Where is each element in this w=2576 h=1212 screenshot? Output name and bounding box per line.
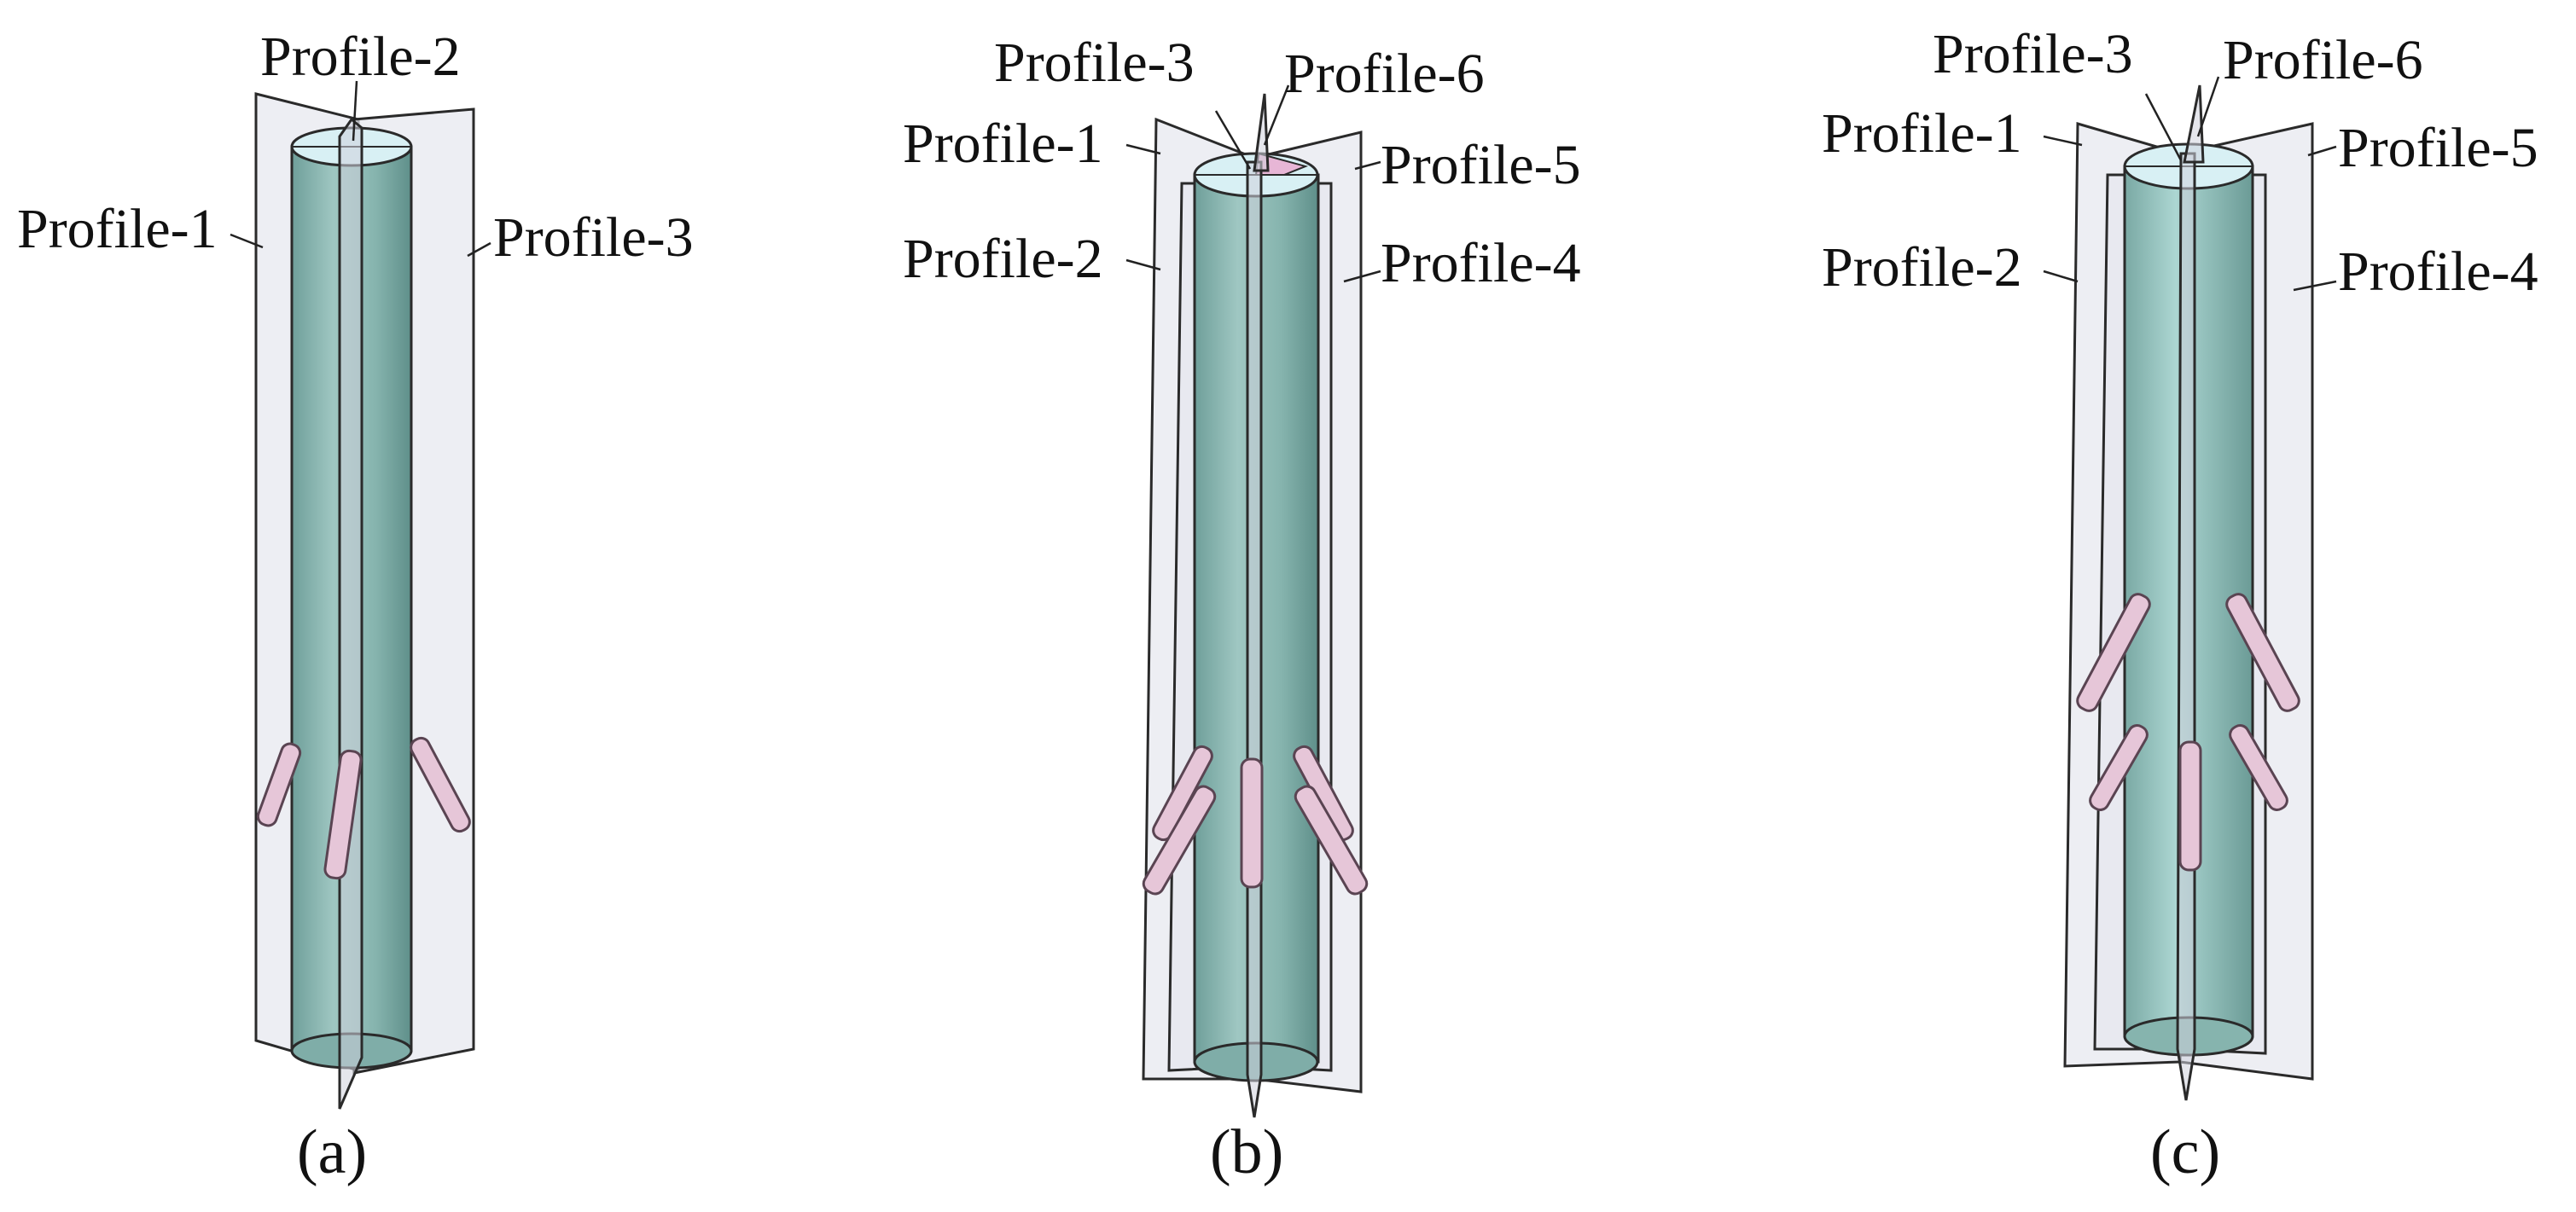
panel-a: Profile-2 Profile-1 Profile-3 (a) <box>17 26 694 1187</box>
panel-c-leader-profile-6 <box>2196 76 2220 137</box>
panel-b-nozzle-left-lower <box>1142 785 1217 896</box>
panel-b-nozzle-right-lower <box>1294 785 1369 896</box>
panel-c-nozzle-right-upper <box>2225 593 2300 712</box>
panel-c-label-profile-2: Profile-2 <box>1822 236 2022 299</box>
panel-b-nozzle-center <box>1240 757 1264 889</box>
panel-b-leader-profile-4 <box>1343 270 1381 283</box>
panel-c-nozzle-left-upper <box>2076 593 2151 712</box>
panel-b-leader-profile-3 <box>1214 110 1252 170</box>
panel-b-label-profile-3: Profile-3 <box>994 32 1195 94</box>
panel-a-caption: (a) <box>297 1117 367 1187</box>
panel-b-label-profile-6: Profile-6 <box>1284 43 1485 105</box>
panel-c-plane-profile-6 <box>2183 84 2205 164</box>
panel-a-leader-profile-1 <box>230 233 264 249</box>
panel-c-plane-profile-3 <box>2176 152 2196 1101</box>
panel-c: Profile-3 Profile-6 Profile-1 Profile-5 … <box>1822 23 2538 1187</box>
panel-b-plane-profile-3 <box>1246 160 1263 1118</box>
panel-a-nozzle-right <box>410 736 471 833</box>
panel-b-leader-profile-6 <box>1263 84 1290 146</box>
panel-a-nozzle-left <box>256 742 302 827</box>
panel-c-leader-profile-1 <box>2043 135 2083 147</box>
panel-c-nozzle-left-lower <box>2089 724 2149 811</box>
panel-a-nozzle-center <box>323 749 363 880</box>
panel-b-leader-profile-1 <box>1125 143 1161 155</box>
panel-b-leader-profile-5 <box>1354 160 1381 171</box>
panel-b-label-profile-1: Profile-1 <box>903 113 1103 175</box>
panel-b-plane-profile-6 <box>1253 93 1270 172</box>
panel-c-nozzle-center <box>2178 740 2202 872</box>
panel-b-label-profile-2: Profile-2 <box>903 228 1103 290</box>
panel-c-nozzle-right-lower <box>2229 724 2288 811</box>
panel-a-label-profile-2: Profile-2 <box>260 26 461 88</box>
panel-c-leader-profile-3 <box>2144 93 2183 161</box>
panel-c-label-profile-3: Profile-3 <box>1933 23 2133 85</box>
panel-a-leader-profile-3 <box>467 241 491 258</box>
panel-b-leader-profile-2 <box>1125 258 1161 271</box>
panel-c-label-profile-4: Profile-4 <box>2338 241 2538 303</box>
panel-a-leader-profile-2 <box>352 80 358 142</box>
panel-c-leader-profile-2 <box>2043 270 2079 283</box>
panel-a-label-profile-3: Profile-3 <box>493 206 694 269</box>
panel-c-caption: (c) <box>2150 1117 2220 1187</box>
panel-b-label-profile-4: Profile-4 <box>1381 232 1581 294</box>
panel-b-label-profile-5: Profile-5 <box>1381 134 1581 196</box>
panel-a-plane-profile-2 <box>338 117 363 1110</box>
panel-b-caption: (b) <box>1210 1117 1283 1187</box>
panel-c-label-profile-1: Profile-1 <box>1822 102 2022 165</box>
panel-a-label-profile-1: Profile-1 <box>17 198 218 260</box>
panel-c-leader-profile-4 <box>2293 280 2337 292</box>
panel-b: Profile-3 Profile-6 Profile-1 Profile-5 … <box>903 32 1581 1187</box>
panel-c-leader-profile-5 <box>2307 145 2337 157</box>
panel-c-label-profile-5: Profile-5 <box>2338 117 2538 179</box>
panel-c-label-profile-6: Profile-6 <box>2223 29 2423 91</box>
